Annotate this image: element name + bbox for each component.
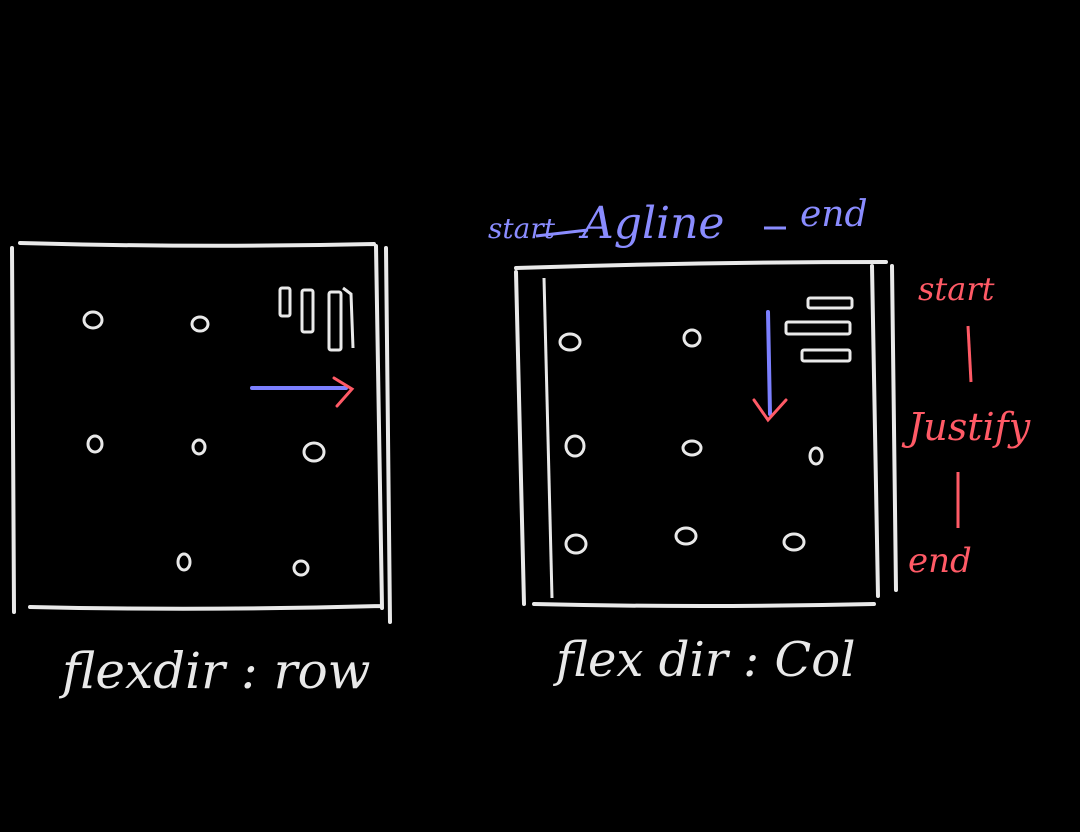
column-items — [558, 328, 824, 555]
row-container-box — [10, 241, 392, 624]
justify-label-upper-bar — [966, 325, 973, 383]
column-item-dot — [782, 532, 806, 552]
row-item-dot — [292, 559, 310, 577]
column-bars-icon — [784, 296, 854, 363]
column-diagram-caption: flex dir : Col — [553, 632, 855, 688]
column-diagram: start Agline end start Justify end flex … — [488, 194, 1031, 688]
justify-label-middle: Justify — [901, 405, 1031, 449]
column-main-axis-arrow-icon — [752, 310, 788, 423]
row-item-dot — [190, 315, 210, 333]
row-item-dot — [302, 441, 326, 463]
row-diagram-caption: flexdir : row — [58, 642, 370, 700]
row-item-dot — [82, 310, 104, 330]
align-label-connector — [535, 228, 589, 238]
align-label-end: end — [800, 194, 868, 235]
column-item-dot — [564, 533, 588, 555]
row-item-dot — [176, 552, 192, 572]
justify-label-start: start — [918, 270, 995, 308]
align-label-start: start — [488, 212, 556, 245]
column-item-dot — [681, 439, 703, 457]
column-container-left-edge — [542, 277, 554, 599]
row-main-axis-arrow-icon — [250, 376, 355, 408]
row-item-dot — [191, 438, 207, 456]
column-item-dot — [674, 526, 698, 546]
row-items — [82, 310, 326, 577]
justify-axis-label: start Justify end — [901, 270, 1031, 581]
align-label-middle: Agline — [578, 198, 724, 249]
column-container-box — [514, 260, 898, 608]
column-item-dot — [682, 328, 702, 348]
align-axis-label: start Agline end — [488, 194, 868, 249]
row-bars-icon — [278, 286, 355, 352]
justify-label-end: end — [908, 541, 972, 581]
column-item-dot — [564, 434, 586, 458]
column-item-dot — [558, 332, 582, 352]
column-item-dot — [808, 446, 824, 466]
row-diagram: flexdir : row — [10, 241, 392, 700]
row-item-dot — [86, 434, 104, 454]
